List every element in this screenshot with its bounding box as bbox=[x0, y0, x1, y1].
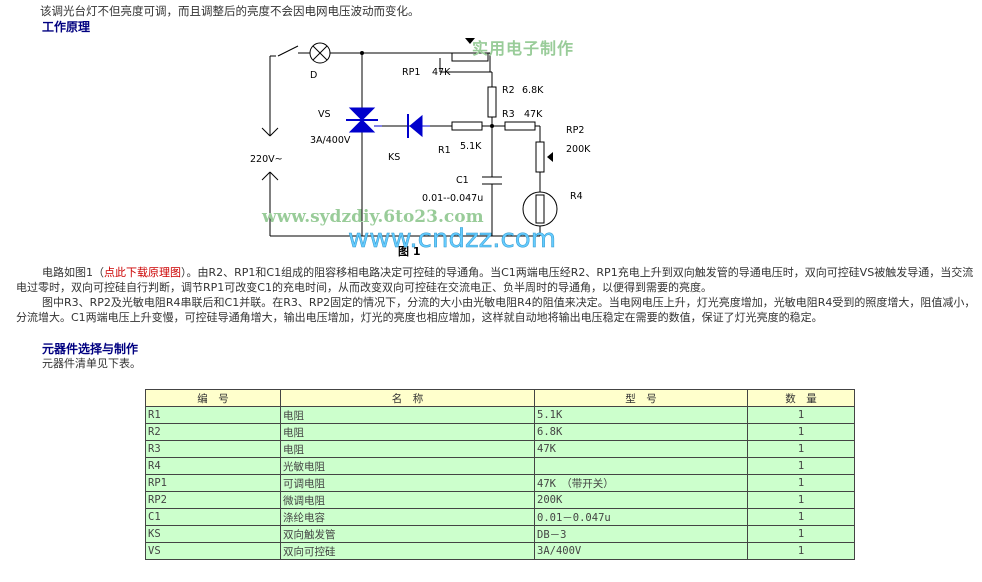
label-R3-value: 47K bbox=[524, 109, 543, 120]
cell-model: 5.1K bbox=[534, 406, 748, 424]
watermark-sydzdiy: www.sydzdiy.6to23.com bbox=[261, 207, 484, 227]
label-220V: 220V~ bbox=[250, 154, 283, 165]
cell-name: 微调电阻 bbox=[280, 491, 535, 509]
label-C1-value: 0.01--0.047u bbox=[422, 193, 483, 204]
header-model: 型 号 bbox=[534, 389, 748, 407]
cell-number: R1 bbox=[145, 406, 281, 424]
cell-quantity: 1 bbox=[747, 457, 855, 475]
paragraph-2: 图中R3、RP2及光敏电阻R4串联后和C1并联。在R3、RP2固定的情况下，分流… bbox=[16, 296, 976, 324]
circuit-diagram: D RP1 47K R2 6.8K R3 47K RP2 200K VS 3A/… bbox=[250, 38, 591, 257]
cell-number: KS bbox=[145, 525, 281, 543]
cell-model: 3A/400V bbox=[534, 542, 748, 560]
heading-components: 元器件选择与制作 bbox=[42, 342, 139, 356]
cell-model: 0.01－0.047u bbox=[534, 508, 748, 526]
label-R3: R3 bbox=[502, 109, 515, 120]
label-R2-value: 6.8K bbox=[522, 85, 544, 96]
table-header-row: 编 号 名 称 型 号 数 量 bbox=[145, 389, 855, 407]
watermark-title: 实用电子制作 bbox=[472, 39, 574, 58]
cell-name: 双向可控硅 bbox=[280, 542, 535, 560]
cell-name: 电阻 bbox=[280, 440, 535, 458]
header-quantity: 数 量 bbox=[747, 389, 855, 407]
cell-number: RP2 bbox=[145, 491, 281, 509]
label-VS-value: 3A/400V bbox=[310, 135, 351, 146]
intro-text: 该调光台灯不但亮度可调，而且调整后的亮度不会因电网电压波动而变化。 bbox=[40, 4, 420, 18]
cell-model: 47K bbox=[534, 440, 748, 458]
label-C1: C1 bbox=[456, 175, 469, 186]
heading-working-principle: 工作原理 bbox=[42, 20, 91, 34]
label-VS: VS bbox=[318, 109, 331, 120]
cell-quantity: 1 bbox=[747, 440, 855, 458]
cell-quantity: 1 bbox=[747, 525, 855, 543]
figure-caption: 图 1 bbox=[398, 245, 420, 257]
cell-model bbox=[534, 457, 748, 475]
cell-name: 电阻 bbox=[280, 423, 535, 441]
label-R1-value: 5.1K bbox=[460, 141, 482, 152]
cell-model: DB－3 bbox=[534, 525, 748, 543]
cell-number: VS bbox=[145, 542, 281, 560]
cell-quantity: 1 bbox=[747, 423, 855, 441]
cell-number: R2 bbox=[145, 423, 281, 441]
label-RP1: RP1 bbox=[402, 67, 420, 78]
label-KS: KS bbox=[388, 152, 400, 163]
cell-quantity: 1 bbox=[747, 474, 855, 492]
cell-model: 47K （带开关） bbox=[534, 474, 748, 492]
cell-number: R4 bbox=[145, 457, 281, 475]
cell-number: RP1 bbox=[145, 474, 281, 492]
label-R1: R1 bbox=[438, 145, 451, 156]
header-number: 编 号 bbox=[145, 389, 281, 407]
label-R2: R2 bbox=[502, 85, 515, 96]
cell-name: 电阻 bbox=[280, 406, 535, 424]
cell-number: C1 bbox=[145, 508, 281, 526]
label-D: D bbox=[310, 70, 317, 81]
cell-quantity: 1 bbox=[747, 542, 855, 560]
paragraph-1-post: ）。由R2、RP1和C1组成的阻容移相电路决定可控硅的导通角。当C1两端电压经R… bbox=[16, 266, 974, 294]
cell-model: 200K bbox=[534, 491, 748, 509]
label-RP1-value: 47K bbox=[432, 67, 451, 78]
cell-model: 6.8K bbox=[534, 423, 748, 441]
cell-quantity: 1 bbox=[747, 508, 855, 526]
cell-number: R3 bbox=[145, 440, 281, 458]
cell-quantity: 1 bbox=[747, 491, 855, 509]
paragraph-1-pre: 电路如图1（ bbox=[42, 266, 104, 279]
cell-name: 光敏电阻 bbox=[280, 457, 535, 475]
header-name: 名 称 bbox=[280, 389, 535, 407]
paragraph-1: 电路如图1（点此下载原理图）。由R2、RP1和C1组成的阻容移相电路决定可控硅的… bbox=[16, 265, 976, 295]
label-R4: R4 bbox=[570, 191, 583, 202]
cell-name: 双向触发管 bbox=[280, 525, 535, 543]
label-RP2: RP2 bbox=[566, 125, 584, 136]
watermark-cndzz: www.cndzz.com bbox=[348, 224, 556, 254]
download-schematic-link[interactable]: 点此下载原理图 bbox=[104, 266, 181, 279]
cell-name: 涤纶电容 bbox=[280, 508, 535, 526]
cell-name: 可调电阻 bbox=[280, 474, 535, 492]
label-RP2-value: 200K bbox=[566, 144, 591, 155]
cell-quantity: 1 bbox=[747, 406, 855, 424]
table-intro: 元器件清单见下表。 bbox=[42, 357, 141, 370]
